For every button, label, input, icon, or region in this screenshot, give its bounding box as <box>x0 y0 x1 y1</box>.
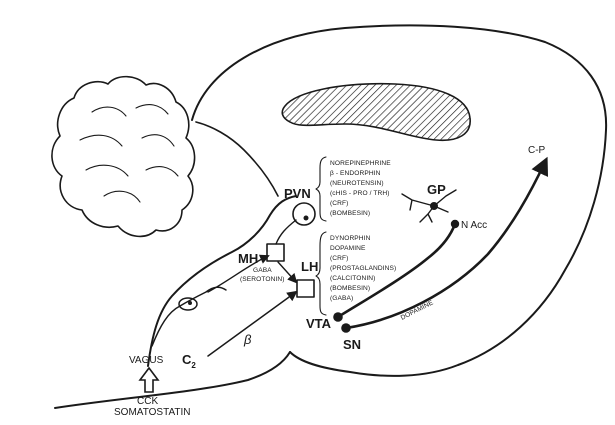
vagus-neuron-body <box>179 298 197 310</box>
pvn-item: β - ENDORPHIN <box>330 170 381 177</box>
mh-box <box>267 244 284 261</box>
lh-item: (CRF) <box>330 255 348 262</box>
cck-label: CCK <box>137 396 158 407</box>
pvn-item: (cHIS - PRO / TRH) <box>330 190 390 197</box>
brainstem-contour <box>55 352 290 408</box>
vagus-neuron <box>152 287 226 346</box>
n-acc-cell <box>451 220 459 228</box>
vagus-label: VAGUS <box>129 355 164 366</box>
lh-box <box>297 280 314 297</box>
pvn-item: (CRF) <box>330 200 348 207</box>
mh-transmitter-list: GABA (SEROTONIN) <box>240 267 285 283</box>
pvn-cell <box>293 203 315 225</box>
vagus-up-arrow-icon <box>140 368 158 392</box>
lh-transmitter-list: DYNORPHIN DOPAMINE (CRF) (PROSTAGLANDINS… <box>330 235 398 302</box>
pvn-item: NOREPINEPHRINE <box>330 160 391 167</box>
n-acc-label: N Acc <box>461 220 487 231</box>
beta-label: β <box>243 332 252 347</box>
gp-label: GP <box>427 182 446 197</box>
mh-label: MH <box>238 251 258 266</box>
pvn-item: (BOMBESIN) <box>330 210 370 217</box>
pvn-bracket <box>316 157 326 221</box>
somatostatin-label: SOMATOSTATIN <box>114 407 190 418</box>
pvn-item: (NEUROTENSIN) <box>330 180 384 187</box>
vagus-neuron-nucleus <box>188 301 192 305</box>
lh-item: (BOMBESIN) <box>330 285 370 292</box>
pvn-transmitter-list: NOREPINEPHRINE β - ENDORPHIN (NEUROTENSI… <box>330 160 393 217</box>
c2-beta-arrow <box>208 292 296 356</box>
pvn-mh-connection <box>276 220 296 244</box>
c2-label: C2 <box>182 352 196 370</box>
pvn-cell-nucleus <box>304 216 309 221</box>
corpus-callosum <box>282 84 470 141</box>
vta-label: VTA <box>306 316 332 331</box>
lh-label: LH <box>301 259 318 274</box>
c-p-label: C-P <box>528 145 546 156</box>
mh-item: GABA <box>253 267 272 274</box>
cerebellum-folia <box>80 105 178 202</box>
sn-label: SN <box>343 337 361 352</box>
lh-item: DOPAMINE <box>330 245 366 252</box>
lh-item: DYNORPHIN <box>330 235 371 242</box>
mh-item: (SEROTONIN) <box>240 276 285 283</box>
lh-item: (GABA) <box>330 295 353 302</box>
inner-contour <box>196 122 278 196</box>
lh-item: (PROSTAGLANDINS) <box>330 265 396 272</box>
pvn-label: PVN <box>284 186 311 201</box>
lh-item: (CALCITONIN) <box>330 275 375 282</box>
c2-label-subscript: 2 <box>191 361 196 370</box>
cerebellum <box>52 77 195 237</box>
